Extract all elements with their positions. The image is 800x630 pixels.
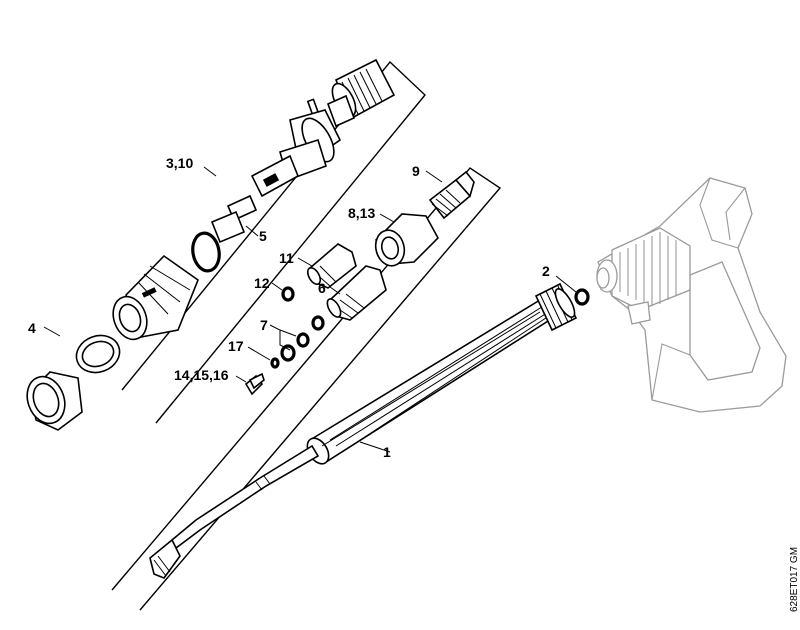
label-8-13: 8,13	[348, 205, 375, 221]
part-12-o-ring	[281, 286, 295, 302]
label-14-15-16: 14,15,16	[174, 367, 229, 383]
part-3-nozzle-insert	[210, 58, 396, 244]
leader-lines	[43, 166, 577, 453]
label-6: 6	[318, 280, 326, 296]
part-3-o-ring	[191, 231, 221, 273]
part-1-lance	[149, 282, 578, 579]
label-3-10: 3,10	[166, 155, 193, 171]
label-7: 7	[260, 317, 268, 333]
callout-labels: 1 2 3,10 4 5 6 7 8,13 9 11 12 14,15,16 1…	[28, 155, 550, 460]
part-9-nipple	[428, 170, 475, 220]
label-17: 17	[228, 338, 244, 354]
label-11: 11	[279, 250, 294, 266]
label-1: 1	[383, 444, 391, 460]
label-9: 9	[412, 163, 420, 179]
drawing-code: 628ET017 GM	[789, 547, 800, 612]
spray-gun-handle	[596, 177, 787, 413]
part-7-o-ring-b	[296, 332, 310, 348]
label-4: 4	[28, 320, 36, 336]
part-4-nozzle-cap	[26, 334, 121, 431]
part-17-o-ring	[270, 357, 280, 369]
part-2-o-ring	[574, 288, 590, 306]
part-14-nozzle-tip	[244, 372, 265, 396]
part-7-o-ring-a	[311, 315, 325, 331]
group-bracket-upper	[121, 60, 426, 424]
group-bracket-lower	[111, 167, 502, 611]
label-2: 2	[542, 263, 550, 279]
part-11-adapter	[306, 243, 357, 289]
label-12: 12	[254, 275, 270, 291]
part-6-adapter	[326, 265, 387, 321]
part-8-nut	[374, 213, 439, 267]
part-7-o-ring-c	[280, 344, 296, 362]
label-5: 5	[259, 228, 267, 244]
part-3-nozzle-body	[112, 254, 199, 341]
